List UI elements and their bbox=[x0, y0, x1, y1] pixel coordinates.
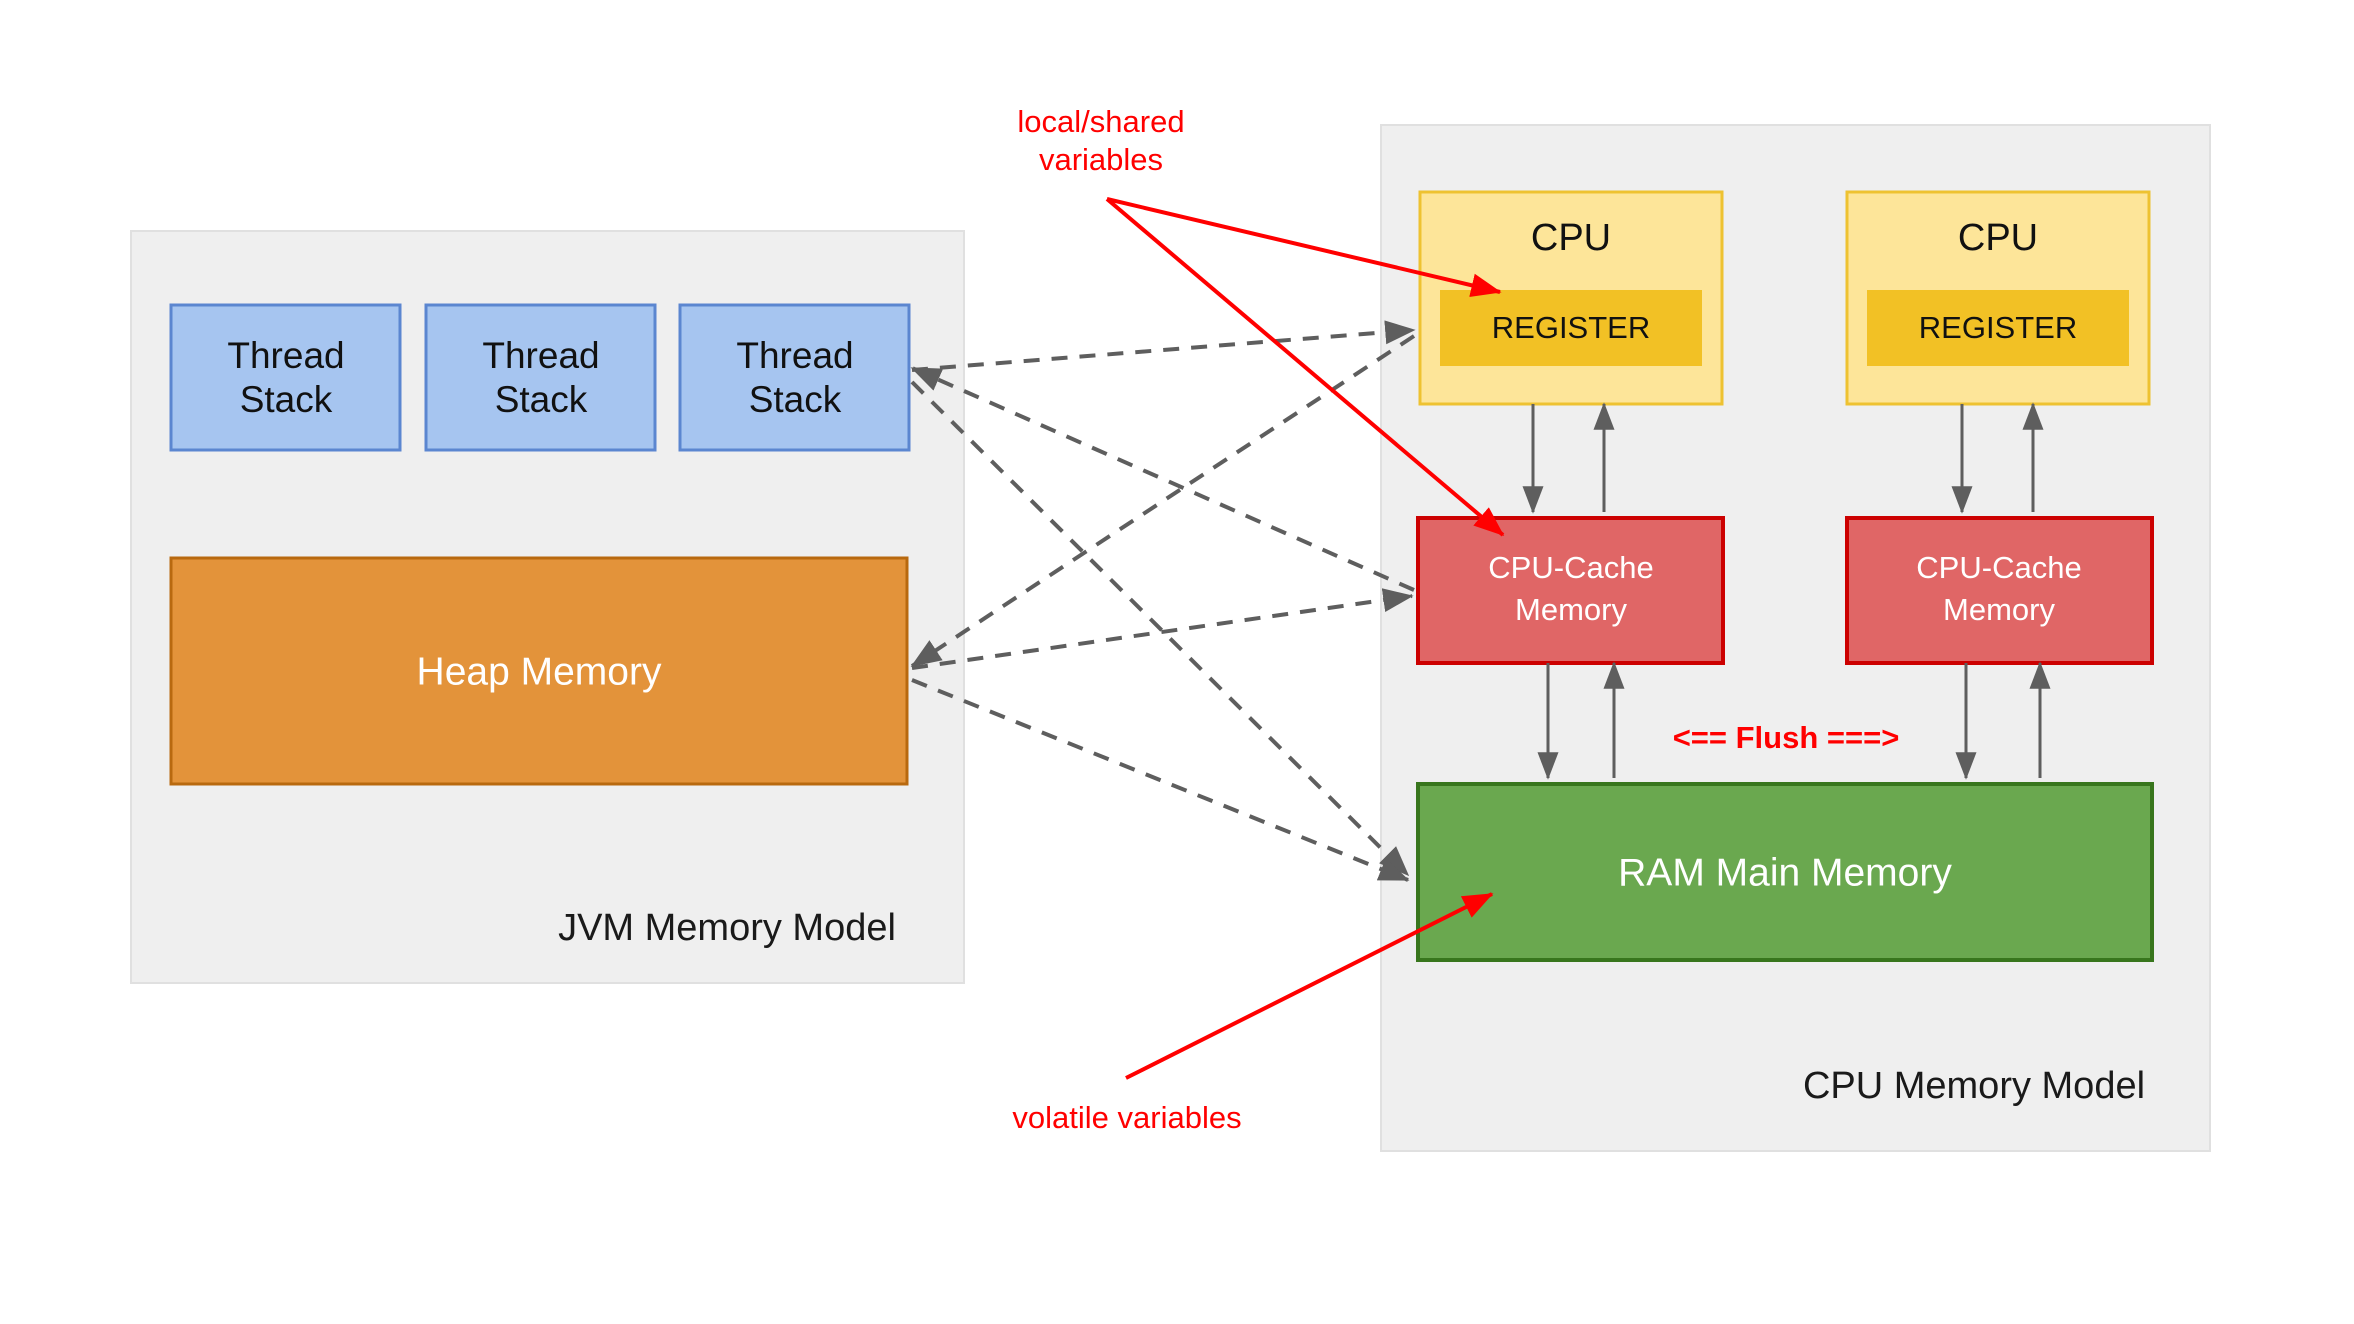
cpu-cache-2-box[interactable] bbox=[1845, 516, 2154, 665]
thread-stack-1[interactable]: Thread Stack bbox=[169, 303, 402, 452]
ram-main-memory[interactable]: RAM Main Memory bbox=[1416, 782, 2154, 962]
cpu-core-1[interactable]: CPU REGISTER bbox=[1418, 190, 1724, 406]
thread-stack-3-box[interactable] bbox=[678, 303, 911, 452]
flush-label: <== Flush ===> bbox=[1673, 720, 1900, 755]
ram-main-memory-label: RAM Main Memory bbox=[1618, 851, 1952, 894]
cpu-core-1-register-label: REGISTER bbox=[1492, 310, 1650, 345]
local-shared-variables-label-line2: variables bbox=[1039, 142, 1163, 177]
threadstack-to-register-link bbox=[911, 320, 1416, 372]
cpu-core-2-register-box[interactable] bbox=[1867, 290, 2129, 366]
heap-memory-box[interactable] bbox=[169, 556, 909, 786]
jvm-panel-title: JVM Memory Model bbox=[558, 907, 896, 949]
thread-stack-1-label-line2: Stack bbox=[240, 379, 333, 420]
heap-memory[interactable]: Heap Memory bbox=[169, 556, 909, 786]
cpu-cache-1[interactable]: CPU-Cache Memory bbox=[1416, 516, 1725, 665]
ram-main-memory-box[interactable] bbox=[1416, 782, 2154, 962]
cpu-cache-2-label-line2: Memory bbox=[1943, 592, 2055, 627]
cpu-cache-2-label-line1: CPU-Cache bbox=[1916, 550, 2081, 585]
thread-stack-2-box[interactable] bbox=[424, 303, 657, 452]
cpu-core-1-title: CPU bbox=[1531, 217, 1611, 259]
cpu-cache-1-label-line1: CPU-Cache bbox=[1488, 550, 1653, 585]
heap-to-cache-link bbox=[911, 588, 1414, 670]
heap-memory-label: Heap Memory bbox=[417, 650, 662, 693]
register-to-heap-link bbox=[910, 334, 1416, 668]
cpu-core-1-register-box[interactable] bbox=[1440, 290, 1702, 366]
volatile-to-ram-arrow bbox=[1125, 892, 1494, 1080]
volatile-variables-label: volatile variables bbox=[1012, 1100, 1241, 1135]
volatile-variables-annotation: volatile variables bbox=[1012, 892, 1494, 1135]
cpu-cache-1-label-line2: Memory bbox=[1515, 592, 1627, 627]
cpu-cache-2[interactable]: CPU-Cache Memory bbox=[1845, 516, 2154, 665]
cache-to-threadstack-link bbox=[910, 366, 1415, 592]
cpu-cache-1-box[interactable] bbox=[1416, 516, 1725, 665]
cpu-core-2-title: CPU bbox=[1958, 217, 2038, 259]
thread-stack-3[interactable]: Thread Stack bbox=[678, 303, 911, 452]
local-shared-to-cache-arrow bbox=[1105, 197, 1505, 537]
thread-stack-2-label-line2: Stack bbox=[495, 379, 588, 420]
thread-stack-3-label-line1: Thread bbox=[736, 335, 853, 376]
thread-stack-2-label-line1: Thread bbox=[482, 335, 599, 376]
cpu-core-2-register-label: REGISTER bbox=[1919, 310, 2077, 345]
cpu-core-2[interactable]: CPU REGISTER bbox=[1845, 190, 2151, 406]
jvm-memory-panel: Thread Stack Thread Stack Thread Stack H… bbox=[130, 230, 965, 984]
thread-stack-1-label-line1: Thread bbox=[227, 335, 344, 376]
thread-stack-2[interactable]: Thread Stack bbox=[424, 303, 657, 452]
cpu-memory-panel: CPU REGISTER CPU-Cache Memory CPU RE bbox=[1380, 124, 2211, 1152]
thread-stack-3-label-line2: Stack bbox=[749, 379, 842, 420]
local-shared-to-register-arrow bbox=[1106, 197, 1502, 298]
cpu-panel-title: CPU Memory Model bbox=[1803, 1065, 2145, 1107]
local-shared-variables-label-line1: local/shared bbox=[1017, 104, 1184, 139]
thread-stack-1-box[interactable] bbox=[169, 303, 402, 452]
jvm-cpu-connectors bbox=[910, 320, 1416, 882]
local-shared-variables-annotation: local/shared variables bbox=[1017, 104, 1505, 537]
heap-to-ram-link bbox=[911, 678, 1410, 882]
threadstack-to-ram-link bbox=[910, 380, 1410, 877]
